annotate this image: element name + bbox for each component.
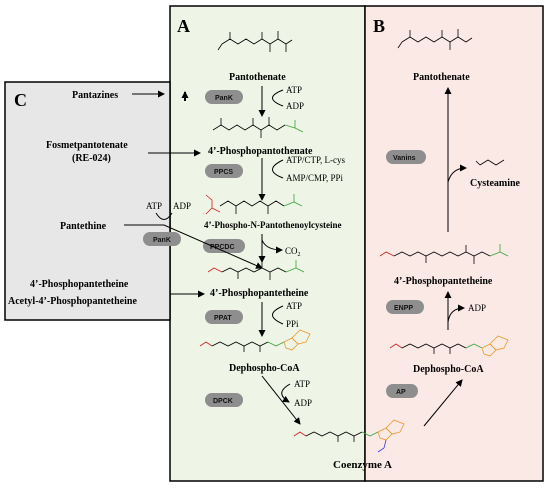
dephospho-coa-adenosine-a [283, 329, 311, 351]
co2-curve [261, 239, 283, 254]
enzyme-ppat-label: PPAT [214, 315, 232, 322]
re024-label: (RE-024) [72, 153, 111, 164]
pantothenate-structure-b [397, 29, 473, 50]
pantothenate-label-b: Pantothenate [413, 72, 470, 83]
co2-subscript: 2 [298, 252, 301, 258]
dephospho-coa-adenosine-b [481, 335, 509, 357]
pantothenate-structure-a [217, 31, 293, 52]
enzyme-ppcs-label: PPCS [214, 169, 233, 176]
enzyme-ppcdc [203, 239, 245, 253]
phosphopantetheine-label-b: 4’-Phosphopantetheine [394, 276, 493, 287]
pantothenate-label-a: Pantothenate [229, 72, 286, 83]
dpck-cofactor-curve [281, 383, 291, 403]
pantethine-label: Pantethine [60, 221, 107, 232]
arrow-dpck-step [261, 375, 301, 425]
coenzyme-a-3-phosphate [377, 439, 387, 453]
ppcs-input-label: ATP/CTP, L-cys [286, 155, 346, 165]
ppc-structure [219, 200, 285, 214]
enzyme-enpp [386, 300, 424, 314]
phosphate-group-1 [284, 120, 304, 133]
arrow-pantethine [124, 224, 263, 269]
dephospho-coa-label-a: Dephospho-CoA [229, 363, 300, 374]
atp-label-ppat: ATP [286, 301, 302, 311]
phosphate-group-2 [283, 194, 303, 207]
dephospho-coa-structure-b [401, 343, 467, 354]
co2-label: CO2 [285, 246, 301, 258]
atp-adp-curve-1 [272, 89, 284, 107]
pantethine-cofactor-curve [155, 212, 173, 220]
phosphopantothenate-structure [212, 117, 286, 138]
adp-label-dpck: ADP [294, 398, 312, 408]
enzyme-ppcs [205, 164, 243, 178]
pantazines-label: Pantazines [72, 90, 118, 101]
enzyme-pank-a [205, 90, 243, 104]
cysteamine-label: Cysteamine [470, 178, 521, 189]
adp-label-enpp: ADP [468, 303, 486, 313]
dephospho-coa-structure-a [211, 341, 269, 352]
dephospho-coa-phosphate-a [267, 341, 285, 347]
dephospho-coa-structure-red-a [199, 341, 213, 347]
cysteamine-structure [475, 159, 505, 166]
panel-c [4, 81, 171, 321]
panel-a-label: A [177, 16, 190, 36]
atp-label-dpck: ATP [294, 379, 310, 389]
enzyme-pank-c [143, 232, 181, 246]
arrow-ap-step [423, 379, 463, 427]
ppi-label-ppat: PPi [286, 319, 299, 329]
enzyme-enpp-label: ENPP [394, 305, 413, 312]
ppcs-cofactor-curve [272, 159, 284, 179]
adp-label-c: ADP [173, 201, 191, 211]
coenzyme-a-structure-red [293, 431, 307, 437]
panel-b [364, 5, 544, 482]
ppat-cofactor-curve [272, 305, 284, 325]
dephospho-coa-label-b: Dephospho-CoA [413, 364, 484, 375]
enzyme-vanins-label: Vanins [393, 155, 416, 162]
enzyme-ap [386, 384, 418, 398]
enzyme-ap-label: AP [396, 389, 406, 396]
enzyme-vanins [386, 150, 426, 164]
phosphate-group-b [489, 244, 509, 257]
panel-a [169, 5, 366, 482]
enzyme-ppat [205, 310, 243, 324]
dephospho-coa-phosphate-b [465, 343, 483, 349]
acetyl-phosphopantetheine-label: Acetyl-4’-Phosphopantetheine [8, 296, 137, 307]
enzyme-dpck [205, 393, 243, 407]
enzyme-ppcdc-label: PPCDC [210, 244, 235, 251]
adp-label-1: ADP [286, 101, 304, 111]
ppcs-output-label: AMP/CMP, PPi [286, 173, 344, 183]
coenzyme-a-phosphate [361, 431, 379, 437]
enzyme-dpck-label: DPCK [213, 398, 233, 405]
ppc-structure-red [205, 194, 221, 215]
cysteamine-branch [447, 164, 467, 183]
fosmetpantotenate-label: Fosmetpantotenate [46, 140, 128, 151]
phosphopantetheine-label-c: 4’-Phosphopantetheine [30, 279, 129, 290]
pantetheine-structure-red-b [379, 251, 395, 257]
phosphate-group-3 [285, 260, 305, 273]
panel-b-label: B [373, 16, 385, 36]
phosphopantetheine-label-a: 4’-Phosphopantetheine [210, 288, 309, 299]
coenzyme-a-structure [305, 431, 363, 442]
enzyme-pank-a-label: PanK [215, 95, 233, 102]
atp-label-1: ATP [286, 85, 302, 95]
pantetheine-structure-red-a [207, 267, 223, 273]
enzyme-pank-c-label: PanK [153, 237, 171, 244]
coenzyme-a-adenosine [377, 419, 405, 441]
adp-enpp-curve [447, 304, 465, 323]
atp-label-c: ATP [146, 201, 162, 211]
pantetheine-structure-b [393, 245, 491, 264]
panel-c-label: C [14, 90, 27, 110]
dephospho-coa-structure-red-b [389, 343, 403, 349]
ppc-label: 4’-Phospho-N-Pantothenoylcysteine [204, 220, 342, 230]
coenzyme-a-label: Coenzyme A [333, 459, 392, 471]
phosphopantothenate-label: 4’-Phosphopantothenate [208, 146, 313, 157]
